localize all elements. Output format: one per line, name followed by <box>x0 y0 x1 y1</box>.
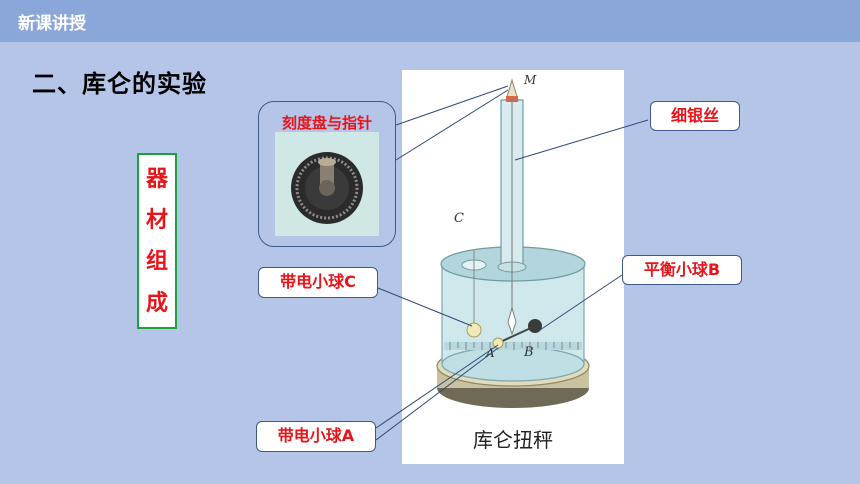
label-m: M <box>523 73 537 87</box>
callout-balance-ball-b: 平衡小球B <box>622 255 742 285</box>
balance-arm <box>497 326 534 344</box>
callout-charged-ball-c: 带电小球C <box>258 267 378 298</box>
dial-label: 刻度盘与指针 <box>281 114 372 132</box>
leader-dial-top <box>395 85 509 126</box>
ball-c <box>466 322 482 338</box>
leader-ball-b <box>539 274 623 331</box>
dial-callout: 刻度盘与指针 <box>258 101 396 247</box>
callout-silver-wire: 细银丝 <box>650 101 740 131</box>
leader-dial-bottom <box>395 89 509 161</box>
leader-silver-wire <box>514 119 649 161</box>
torsion-balance-drawing: M C A B 库仑扭秤 <box>436 73 590 452</box>
scale-band <box>444 342 582 350</box>
header-title: 新课讲授 <box>18 14 86 34</box>
ball-b <box>528 319 542 333</box>
section-title: 二、库仑的实验 <box>32 70 207 98</box>
leader-ball-a-2 <box>375 347 499 441</box>
header-bar <box>0 0 860 42</box>
dial-photo <box>275 132 379 236</box>
top-pointer <box>506 96 518 102</box>
leader-ball-c <box>377 287 473 327</box>
label-b: B <box>523 345 534 360</box>
needle-vane <box>507 306 517 336</box>
label-c: C <box>454 211 464 226</box>
equipment-char-1: 器 <box>145 167 168 192</box>
equipment-char-3: 组 <box>145 249 168 274</box>
callout-charged-ball-a: 带电小球A <box>256 421 376 452</box>
equipment-box: 器 材 组 成 <box>137 153 177 329</box>
dial-icon <box>291 152 363 224</box>
label-a: A <box>485 346 495 360</box>
equipment-char-2: 材 <box>145 208 168 233</box>
scale-ticks <box>449 342 579 350</box>
leader-ball-a-1 <box>375 344 499 429</box>
figure-caption: 库仑扭秤 <box>473 428 553 452</box>
torsion-balance-figure: M C A B 库仑扭秤 <box>402 70 624 464</box>
equipment-char-4: 成 <box>145 291 168 316</box>
